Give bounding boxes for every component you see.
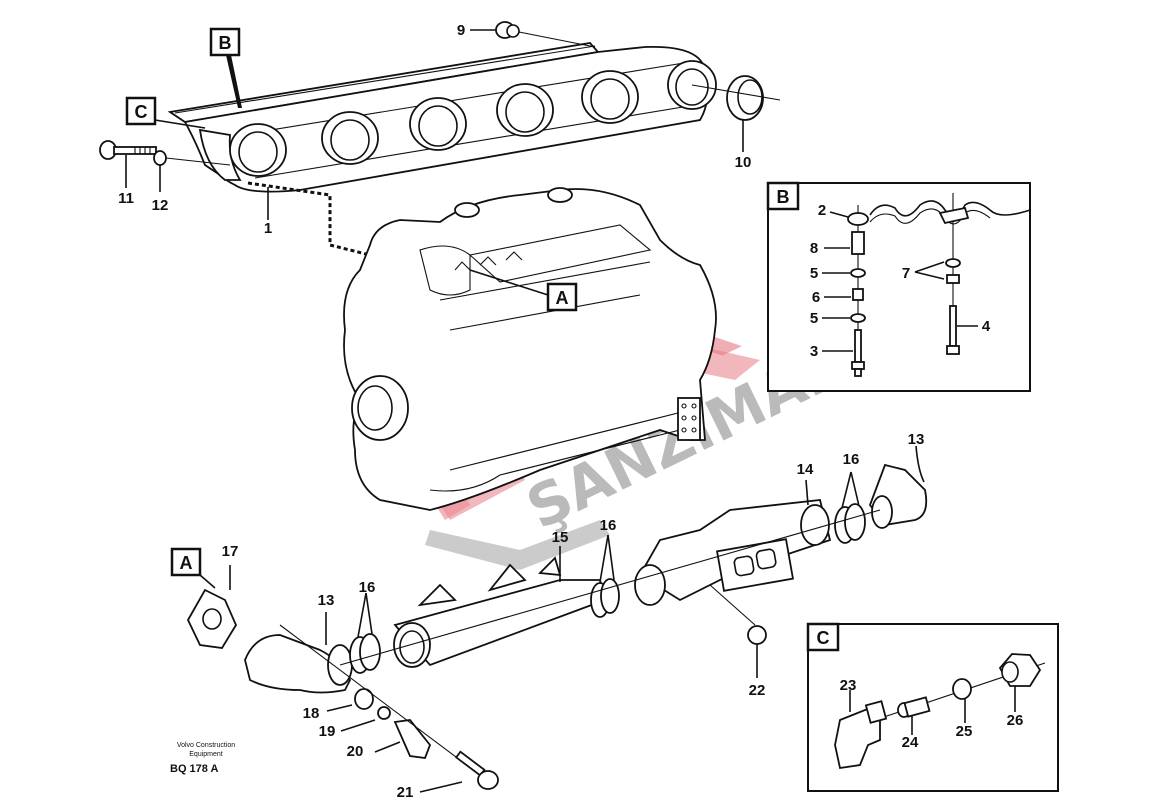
detail-panel-B: B: [766, 181, 1031, 392]
part-19-washer: [340, 706, 391, 732]
callout-7: 7: [902, 265, 910, 282]
engine-block: [343, 187, 717, 511]
part-20-bracket: [374, 719, 432, 759]
callout-16-right: 16: [843, 451, 860, 468]
svg-text:A: A: [180, 553, 193, 573]
callout-16-left: 16: [359, 579, 376, 596]
view-label-C-top: C: [125, 96, 206, 129]
callout-23: 23: [840, 677, 857, 694]
part-21-bolt: [279, 624, 499, 793]
publisher-line-2: Equipment: [189, 751, 223, 758]
callout-26: 26: [1007, 712, 1024, 729]
view-label-A-engine: A: [469, 269, 578, 312]
callout-12: 12: [152, 197, 169, 214]
exhaust-manifold-lower: [186, 463, 928, 694]
callout-9: 9: [457, 22, 465, 39]
callout-1: 1: [264, 220, 272, 237]
svg-text:B: B: [219, 33, 232, 53]
callout-11: 11: [118, 190, 134, 207]
svg-text:B: B: [777, 187, 790, 207]
part-9-plug: [470, 21, 596, 48]
callout-14: 14: [797, 461, 814, 478]
svg-text:C: C: [135, 102, 148, 122]
part-10-ring: [691, 75, 781, 152]
callout-13-right: 13: [908, 431, 925, 448]
part-11-bolt: [99, 140, 157, 188]
publisher-label: Volvo Construction Equipment: [168, 741, 244, 759]
callout-5-lower: 5: [810, 310, 818, 327]
part-22-plug: [709, 584, 767, 678]
view-label-A-lower: A: [170, 547, 216, 589]
callout-5-upper: 5: [810, 265, 818, 282]
callout-13-left: 13: [318, 592, 335, 609]
callout-2: 2: [818, 202, 826, 219]
callout-6: 6: [812, 289, 820, 306]
callout-22: 22: [749, 682, 766, 699]
callout-25: 25: [956, 723, 973, 740]
svg-text:C: C: [817, 628, 830, 648]
callout-18: 18: [303, 705, 320, 722]
part-12-washer: [153, 150, 231, 192]
callout-4: 4: [982, 318, 991, 335]
callout-24: 24: [902, 734, 919, 751]
callout-10: 10: [735, 154, 752, 171]
exhaust-manifold-upper: [167, 42, 717, 257]
part-18-spacer: [326, 688, 374, 712]
callout-numbers: 1 2 3 4 5 5 6 7 8 9 10 11 12 13 13 14 15…: [118, 22, 1023, 801]
callout-16-middle: 16: [600, 517, 617, 534]
callout-15: 15: [552, 529, 569, 546]
detail-panel-C: C: [806, 622, 1059, 792]
watermark-logo-grey: [425, 520, 610, 570]
drawing-code: BQ 178 A: [170, 763, 219, 775]
callout-17: 17: [222, 543, 239, 560]
callout-19: 19: [319, 723, 336, 740]
callout-3: 3: [810, 343, 818, 360]
svg-text:A: A: [556, 288, 569, 308]
publisher-line-1: Volvo Construction: [176, 742, 236, 749]
callout-21: 21: [397, 784, 414, 801]
view-label-B-top: B: [209, 27, 242, 108]
callout-20: 20: [347, 743, 364, 760]
callout-8: 8: [810, 240, 818, 257]
manifold-ports: [229, 60, 717, 177]
